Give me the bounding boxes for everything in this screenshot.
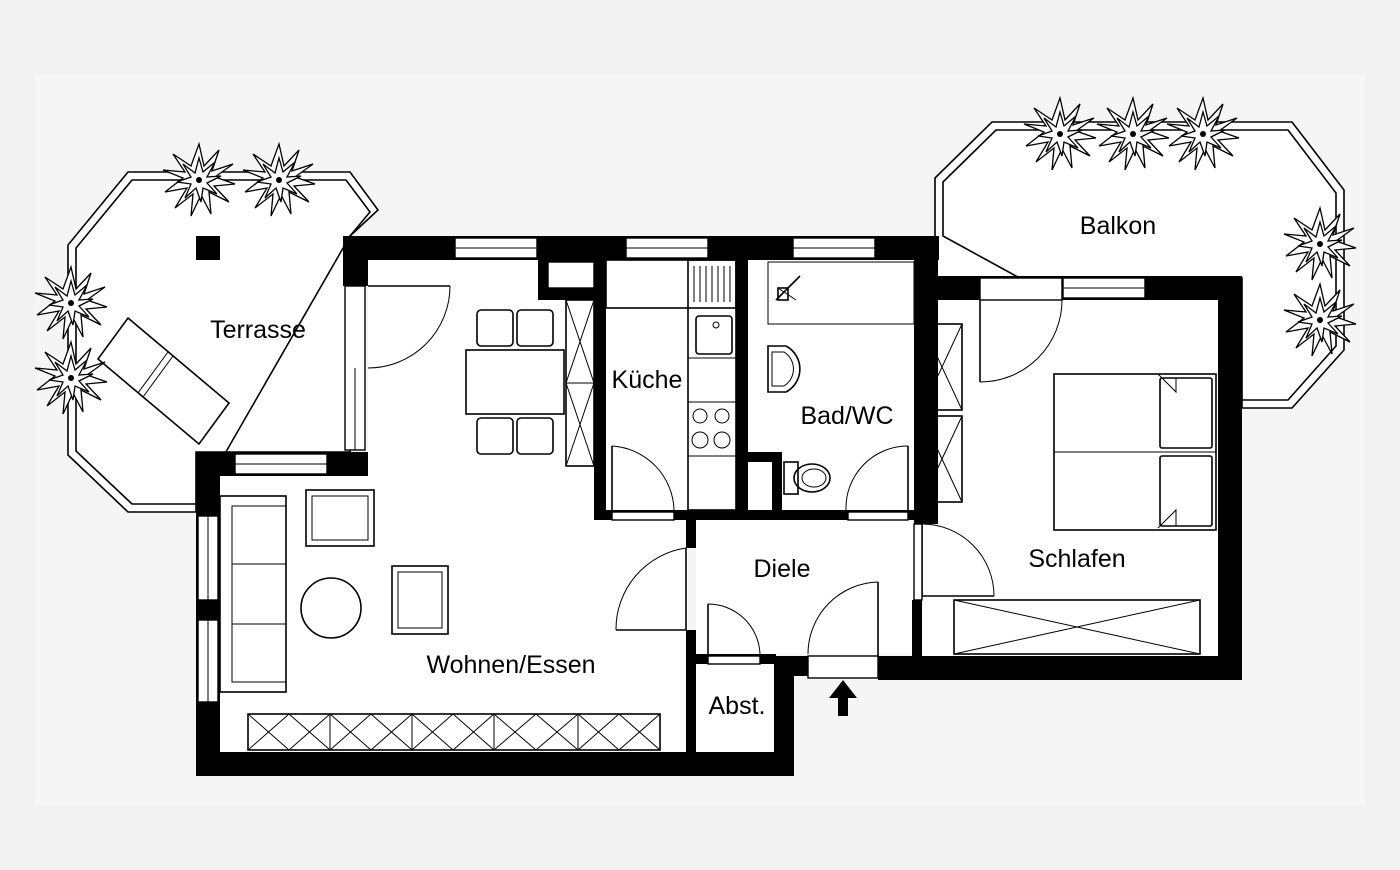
wall-openings (547, 260, 914, 510)
arrow-up-icon (829, 680, 857, 716)
label-kueche: Küche (612, 366, 683, 394)
living-furniture (219, 489, 661, 751)
sun-lounger (96, 316, 231, 446)
label-terrasse: Terrasse (210, 316, 306, 344)
windows (197, 237, 1146, 703)
dining-set (465, 309, 565, 455)
double-bed (1053, 373, 1217, 531)
label-abst: Abst. (709, 692, 766, 720)
kitchen-counter (605, 259, 737, 511)
label-wohnen: Wohnen/Essen (426, 651, 595, 679)
room-labels: Terrasse Balkon Küche Bad/WC Diele Schla… (210, 212, 1156, 720)
terrace (67, 171, 380, 513)
label-balkon: Balkon (1080, 212, 1156, 240)
label-schlafen: Schlafen (1028, 545, 1125, 573)
bedroom-wardrobe (921, 323, 1201, 655)
doors (367, 277, 1063, 679)
label-diele: Diele (754, 555, 811, 583)
cupboard (565, 299, 595, 467)
bath-fixtures (767, 261, 915, 495)
label-bad: Bad/WC (800, 402, 893, 430)
terrace-post (196, 236, 220, 260)
